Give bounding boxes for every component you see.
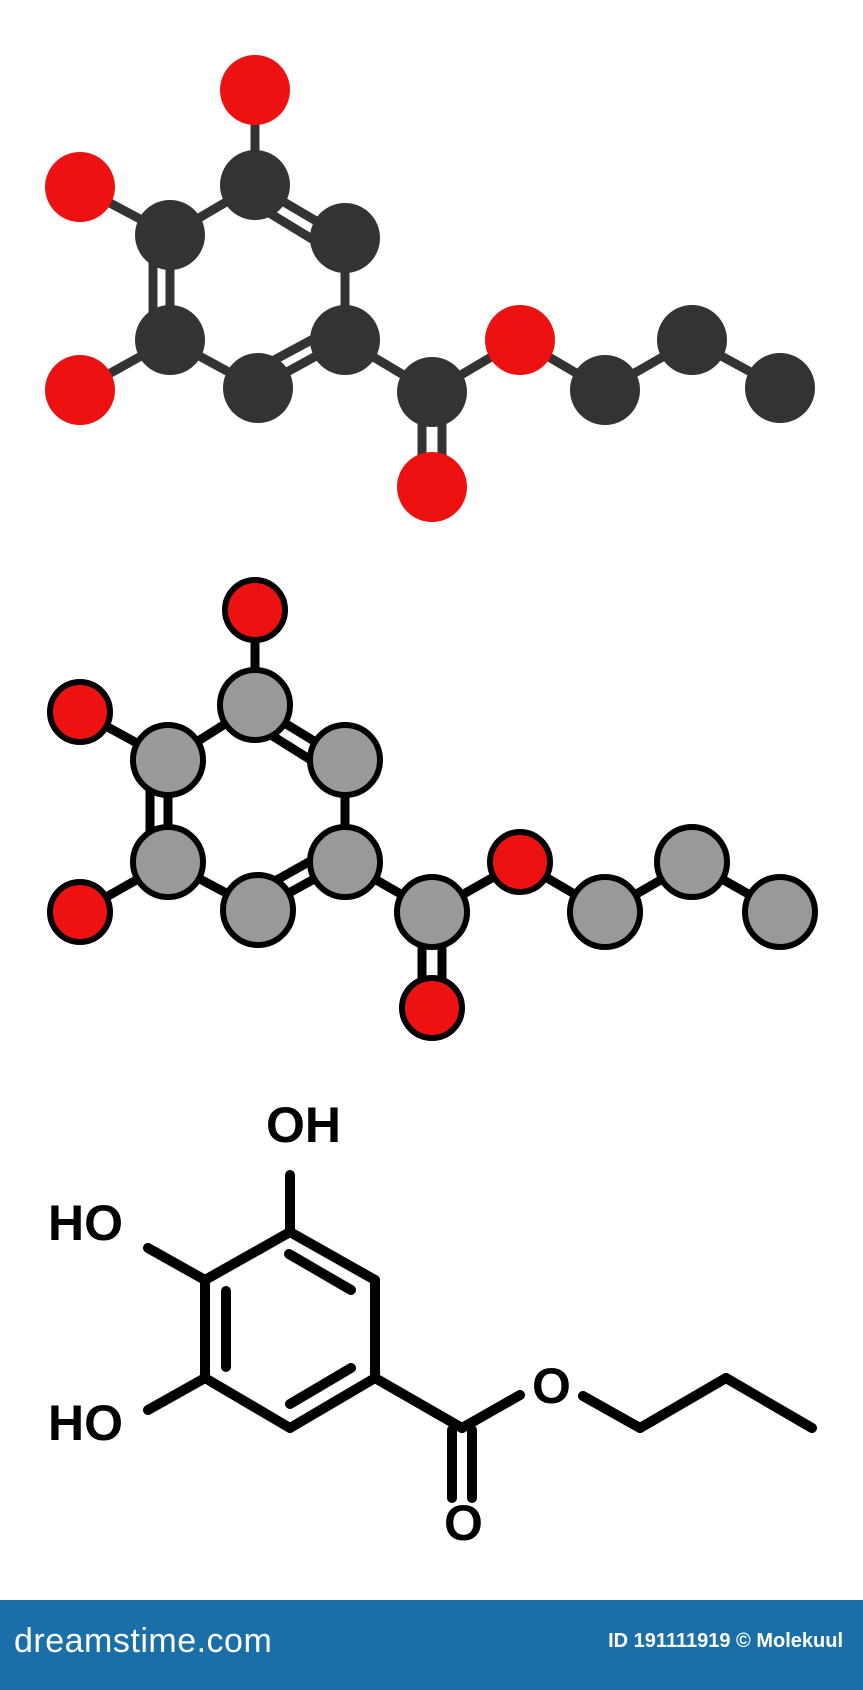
oh-label-top: OH — [266, 1097, 341, 1153]
carbon-atom — [130, 824, 206, 900]
carbon-atom — [657, 305, 727, 375]
carbon-atom — [220, 150, 290, 220]
carbon-atom — [745, 353, 815, 423]
oxygen-atom — [47, 879, 113, 945]
bond — [284, 1249, 356, 1295]
ball-and-stick-model — [45, 55, 815, 522]
carbon-atom — [394, 874, 470, 950]
ho-label-lower: HO — [48, 1395, 123, 1451]
carbon-atom — [135, 305, 205, 375]
model2-atoms — [47, 577, 818, 1041]
carbon-atom — [310, 305, 380, 375]
carbon-atom — [742, 874, 818, 950]
carbon-atom — [307, 824, 383, 900]
flat-atom-model — [47, 577, 818, 1041]
bond — [635, 1373, 731, 1433]
oxygen-atom — [487, 829, 553, 895]
oxygen-atom — [485, 305, 555, 375]
bond — [285, 1363, 356, 1409]
carbon-atom — [654, 824, 730, 900]
bond — [578, 1391, 645, 1433]
oxygen-atom — [45, 355, 115, 425]
bond — [200, 1227, 295, 1285]
oxygen-atom — [220, 55, 290, 125]
bond — [721, 1373, 817, 1433]
bond — [200, 1373, 295, 1433]
oxygen-atom — [45, 152, 115, 222]
carbon-atom — [130, 722, 206, 798]
oxygen-atom — [222, 577, 288, 643]
oxygen-atom — [399, 975, 465, 1041]
footer-bar: dreamstime.com ID 191111919 © Molekuul — [0, 1600, 863, 1690]
oxygen-atom — [397, 452, 467, 522]
skeletal-bonds — [143, 1170, 817, 1503]
ester-oxygen-label: O — [532, 1358, 571, 1414]
bond — [370, 1373, 467, 1433]
carbonyl-oxygen-label: O — [444, 1495, 483, 1551]
carbon-atom — [570, 355, 640, 425]
carbon-atom — [223, 353, 293, 423]
carbon-atom — [310, 203, 380, 273]
bond — [457, 1390, 525, 1433]
carbon-atom — [307, 722, 383, 798]
skeletal-formula: OH HO HO O O — [48, 1097, 817, 1551]
molecule-illustrations: OH HO HO O O — [45, 55, 818, 1551]
ho-label-upper: HO — [48, 1195, 123, 1251]
carbon-atom — [135, 200, 205, 270]
bond — [285, 1373, 380, 1433]
oxygen-atom — [47, 679, 113, 745]
bond — [143, 1243, 210, 1285]
bond — [285, 1227, 380, 1285]
brand-logo-text[interactable]: dreamstime.com — [14, 1622, 273, 1660]
carbon-atom — [397, 357, 467, 427]
carbon-atom — [567, 874, 643, 950]
carbon-atom — [217, 667, 293, 743]
model1-atoms — [45, 55, 815, 522]
carbon-atom — [220, 872, 296, 948]
image-credit: ID 191111919 © Molekuul — [608, 1630, 843, 1652]
bond — [143, 1373, 210, 1415]
